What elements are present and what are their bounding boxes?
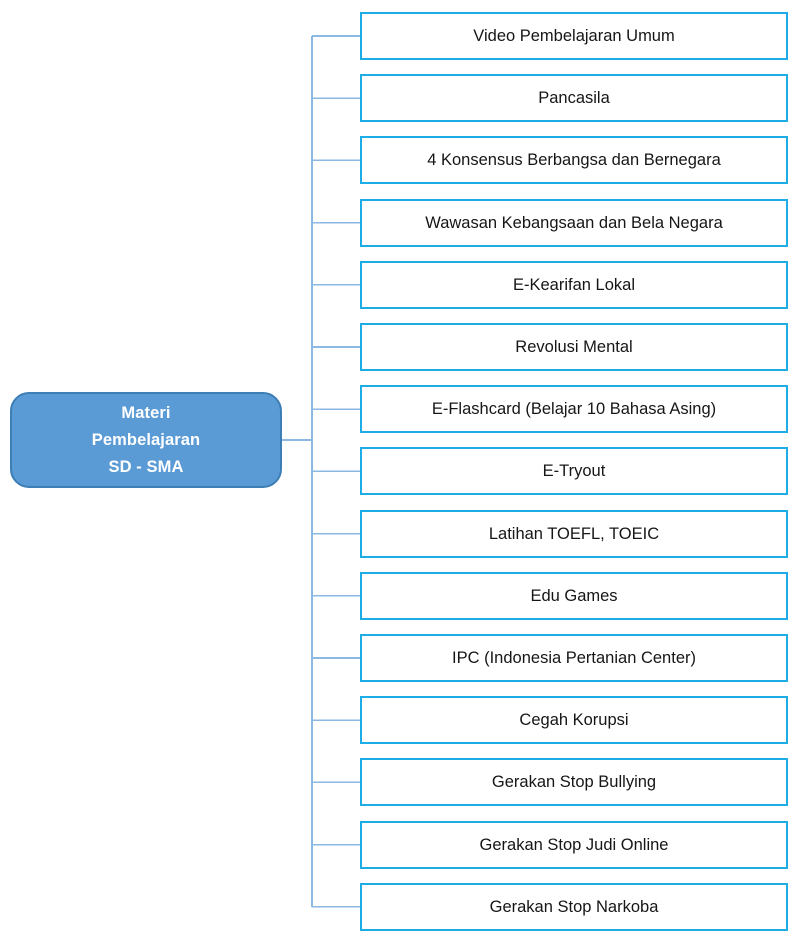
- child-node-label: Gerakan Stop Judi Online: [479, 835, 669, 854]
- child-node-label: E-Kearifan Lokal: [513, 275, 635, 294]
- child-node-label: Latihan TOEFL, TOEIC: [488, 524, 660, 543]
- child-node[interactable]: Gerakan Stop Narkoba: [360, 882, 788, 931]
- child-node-label: E-Tryout: [542, 462, 606, 481]
- child-node-label: Gerakan Stop Bullying: [491, 773, 657, 792]
- child-node[interactable]: 4 Konsensus Berbangsa dan Bernegara: [360, 136, 788, 185]
- child-node[interactable]: Edu Games: [360, 571, 788, 620]
- child-node-label: IPC (Indonesia Pertanian Center): [452, 649, 696, 667]
- child-node[interactable]: Wawasan Kebangsaan dan Bela Negara: [360, 198, 788, 247]
- child-node-label: Cegah Korupsi: [519, 711, 629, 730]
- child-node-label: Video Pembelajaran Umum: [473, 27, 675, 45]
- child-node[interactable]: E-Flashcard (Belajar 10 Bahasa Asing): [360, 385, 788, 434]
- child-node[interactable]: Revolusi Mental: [360, 323, 788, 371]
- child-node[interactable]: Video Pembelajaran Umum: [360, 12, 788, 60]
- child-node[interactable]: Pancasila: [360, 74, 788, 123]
- child-node-label: Edu Games: [530, 586, 618, 605]
- child-node-label: Revolusi Mental: [515, 338, 633, 356]
- child-node-label: Gerakan Stop Narkoba: [489, 897, 659, 916]
- child-node[interactable]: Gerakan Stop Judi Online: [360, 820, 788, 869]
- root-node[interactable]: Materi Pembelajaran SD - SMA: [10, 392, 282, 488]
- child-node-label: E-Flashcard (Belajar 10 Bahasa Asing): [431, 400, 717, 419]
- root-label-line-3: SD - SMA: [108, 457, 184, 476]
- child-node-label: Pancasila: [538, 89, 610, 108]
- root-label-line-1: Materi: [121, 403, 171, 422]
- child-node[interactable]: Latihan TOEFL, TOEIC: [360, 509, 788, 558]
- child-node-label: Wawasan Kebangsaan dan Bela Negara: [425, 213, 723, 232]
- child-node[interactable]: E-Tryout: [360, 447, 788, 496]
- child-node[interactable]: Gerakan Stop Bullying: [360, 758, 788, 807]
- root-label-line-2: Pembelajaran: [91, 430, 201, 449]
- child-node[interactable]: Cegah Korupsi: [360, 696, 788, 745]
- child-node[interactable]: IPC (Indonesia Pertanian Center): [360, 634, 788, 682]
- child-node[interactable]: E-Kearifan Lokal: [360, 260, 788, 309]
- child-node-label: 4 Konsensus Berbangsa dan Bernegara: [427, 151, 721, 170]
